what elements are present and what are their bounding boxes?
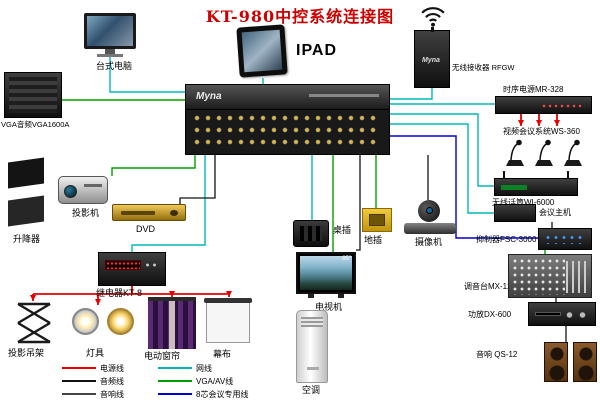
label-relay: 继电器KT-8 [96,288,143,298]
tv-size-badge: 85" [342,256,351,262]
device-conference-host [494,204,536,222]
device-tv: 85" [296,252,356,294]
ipad-screen [241,29,283,73]
camera-lens [426,207,433,214]
device-dvd [112,204,186,221]
antenna-icon [503,171,505,179]
label-suppressor: 抑制器FSC-3000 [476,235,537,244]
legend-label-speaker: 音响线 [100,390,124,399]
label-floor-socket: 地插 [364,235,383,245]
device-desktop-pc [84,13,136,57]
wifi-icon [421,7,445,27]
microphone-icon [535,139,553,166]
device-lifter [8,157,50,232]
device-suppressor [538,228,592,250]
device-speakers [544,342,597,382]
legend-label-vga: VGA/AV线 [196,377,234,386]
label-curtain: 电动窗帘 [144,351,181,361]
label-dvd: DVD [136,224,156,234]
label-mixer: 调音台MX-1206 [464,282,521,291]
mixer-knobs [513,259,565,295]
label-speakers: 音响 QS-12 [476,350,518,359]
device-matrix-switcher: Myna [185,84,390,155]
downlight-icon [72,308,99,335]
device-amplifier [528,302,596,326]
device-ac [296,310,328,383]
legend-label-power: 电源线 [100,364,124,373]
label-projector-mount: 投影吊架 [8,348,45,358]
device-power-sequencer [495,96,592,114]
downlight-icon [107,308,134,335]
label-ac: 空调 [302,385,321,395]
legend-swatch-audio [62,380,96,382]
device-wireless-mic-receiver [494,171,578,196]
label-vga-splitter: VGA音频VGA1600A [1,120,70,129]
label-wireless-receiver: 无线接收器 RFGW [452,63,515,72]
relay-display [105,260,141,270]
device-ipad [236,24,288,78]
microphone-icon [564,139,582,166]
device-screen [204,298,252,346]
device-relay [98,252,166,286]
label-power-sequencer: 时序电源MR-328 [503,85,564,94]
label-lifter: 升降器 [13,234,41,244]
speaker-icon [573,342,597,382]
label-conference-host: 会议主机 [539,208,571,217]
antenna-icon [567,171,569,179]
device-lights [72,308,134,335]
device-curtain [148,297,196,349]
legend-label-conference: 8芯会议专用线 [196,390,249,399]
label-lights: 灯具 [86,348,105,358]
receiver-brand: Myna [422,57,440,64]
device-floor-socket [362,208,392,232]
label-camera: 摄像机 [415,237,443,247]
label-desktop-pc: 台式电脑 [96,61,133,71]
label-wireless-mic: 无线话筒WI-6000 [492,198,555,207]
antenna-icon [431,27,434,32]
device-mixer [508,254,592,298]
matrix-connectors [194,115,381,149]
device-vga-splitter [4,72,62,118]
microphone-icon [506,139,524,166]
label-tv: 电视机 [315,302,343,312]
mixer-faders [566,261,586,293]
matrix-brand: Myna [196,91,222,102]
device-desk-socket [293,220,329,247]
legend-swatch-speaker [62,393,96,395]
label-desk-socket: 桌插 [333,225,352,235]
label-ipad: IPAD [296,42,338,59]
label-video-conference: 视频会议系统WS-360 [503,127,580,136]
label-projector: 投影机 [72,208,100,218]
device-projector-mount [17,302,51,344]
projector-lens [64,185,77,198]
speaker-icon [544,342,568,382]
tv-stand [308,294,344,298]
diagram-title: KT-980中控系统连接图 [205,7,395,26]
monitor-icon [84,13,136,49]
tv-screen [300,256,352,290]
camera-base [404,223,456,234]
device-camera [404,200,456,234]
label-screen: 幕布 [213,349,232,359]
device-conference-mics [504,138,584,170]
legend-swatch-network [158,367,192,369]
legend-swatch-power [62,367,96,369]
device-wireless-receiver: Myna [414,27,450,88]
legend-swatch-conference [158,393,192,395]
label-amplifier: 功放DX-600 [468,310,512,319]
legend-swatch-vga [158,380,192,382]
device-projector [58,176,108,204]
legend-label-network: 网线 [196,364,212,373]
legend-label-audio: 音频线 [100,377,124,386]
